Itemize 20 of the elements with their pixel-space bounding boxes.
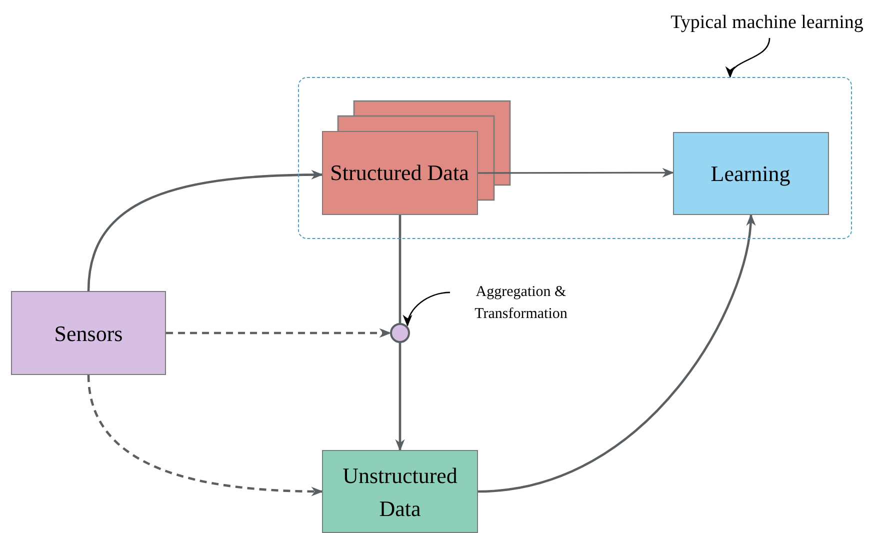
annotation-text: Aggregation & Transformation <box>474 282 568 324</box>
leader-arrow <box>404 292 450 327</box>
junction-circle <box>390 323 410 343</box>
arrow <box>166 328 392 338</box>
arrow <box>87 170 324 292</box>
process-box <box>322 450 478 533</box>
node-label: Sensors <box>54 320 123 348</box>
stacked-data-box <box>322 130 478 214</box>
dashed-group-box <box>298 77 852 239</box>
arrow <box>87 374 324 496</box>
process-box <box>672 132 828 214</box>
node-label: Learning <box>710 160 790 188</box>
arrow <box>478 168 674 178</box>
node-label: Unstructured Data <box>342 462 458 522</box>
process-box <box>11 291 166 375</box>
arrow <box>395 343 405 452</box>
arrow <box>478 214 755 493</box>
leader-arrow <box>727 38 770 78</box>
annotation-text: Typical machine learning <box>670 10 864 35</box>
node-label: Structured Data <box>330 159 469 187</box>
